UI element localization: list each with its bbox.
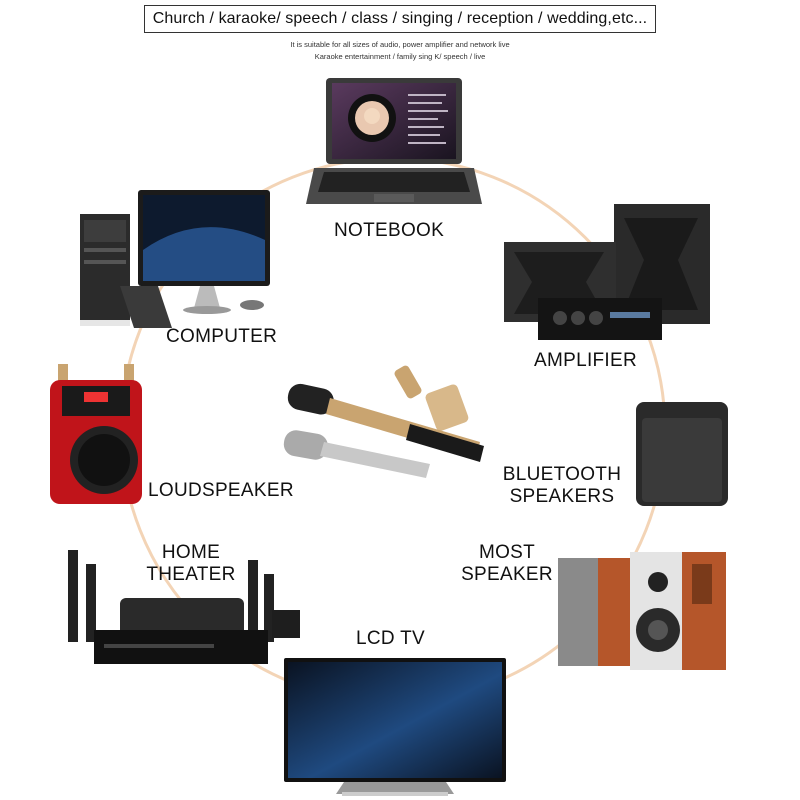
bluetooth-speakers-label: BLUETOOTH SPEAKERS [494,464,630,508]
computer-image [80,190,270,328]
most-speaker-label: MOST SPEAKER [454,542,560,586]
subtitle-line-2: Karaoke entertainment / family sing K/ s… [314,52,486,61]
bluetooth-label-line2: SPEAKERS [509,486,615,507]
microphone-set-image [283,365,484,478]
notebook-label: NOTEBOOK [334,220,445,241]
home-theater-label-line2: THEATER [146,564,236,585]
bookshelf-speakers-image [558,552,726,670]
most-speaker-label-line1: MOST [478,542,536,563]
loudspeaker-image [50,364,142,504]
loudspeaker-label: LOUDSPEAKER [148,480,294,501]
bluetooth-label-line1: BLUETOOTH [502,464,622,485]
amplifier-image [504,204,710,340]
subtitle-line-1: It is suitable for all sizes of audio, p… [290,40,510,49]
lcd-tv-label: LCD TV [356,628,426,649]
notebook-image [306,78,482,204]
amplifier-label: AMPLIFIER [534,350,637,371]
home-theater-label: HOME THEATER [136,542,246,586]
banner-text: Church / karaoke/ speech / class / singi… [152,10,648,27]
home-theater-image [68,550,300,664]
use-cases-banner: Church / karaoke/ speech / class / singi… [144,5,656,33]
computer-label: COMPUTER [166,326,278,347]
most-speaker-label-line2: SPEAKER [461,564,553,585]
bluetooth-speaker-image [636,402,728,506]
home-theater-label-line1: HOME [161,542,221,563]
lcd-tv-image [284,658,506,796]
